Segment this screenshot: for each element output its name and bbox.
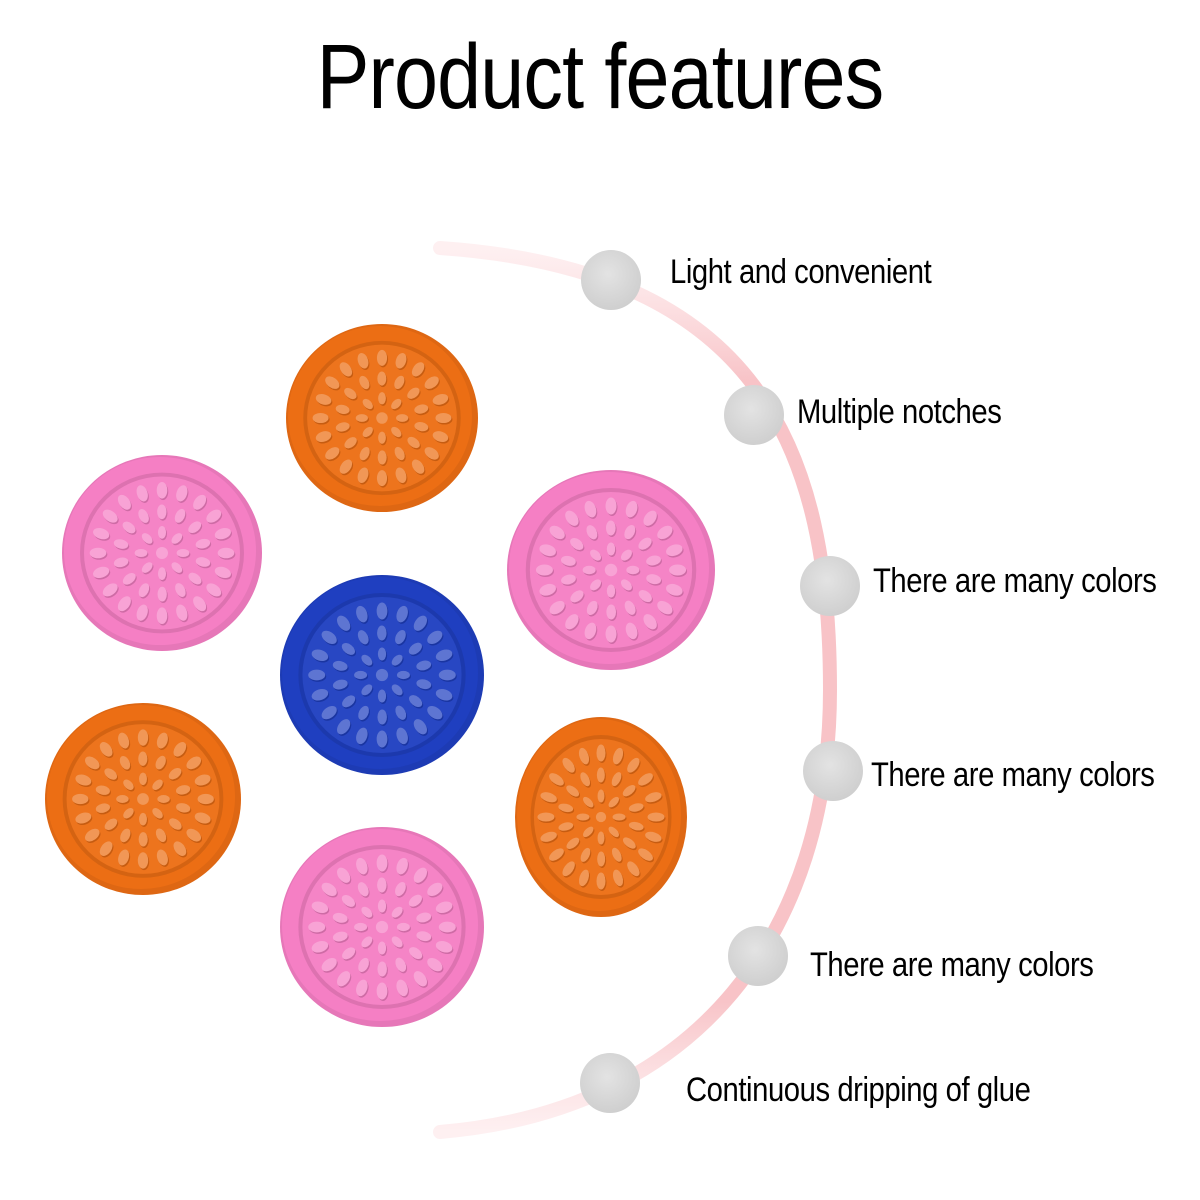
pink-glue-holder — [62, 455, 262, 651]
timeline-marker-3 — [800, 556, 860, 616]
orange-glue-holder — [45, 703, 241, 895]
feature-label-colors-1: There are many colors — [873, 562, 1157, 600]
pink-glue-holder — [280, 827, 484, 1027]
pink-glue-holder — [507, 470, 715, 670]
orange-glue-holder — [286, 324, 478, 512]
blue-glue-holder — [280, 575, 484, 775]
timeline-markers — [580, 250, 863, 1113]
page-title: Product features — [316, 26, 885, 128]
glue-holders — [45, 324, 715, 1027]
timeline-marker-4 — [803, 741, 863, 801]
feature-label-glue: Continuous dripping of glue — [686, 1071, 1031, 1109]
timeline-marker-6 — [580, 1053, 640, 1113]
feature-label-colors-2: There are many colors — [871, 756, 1155, 794]
feature-label-notches: Multiple notches — [797, 393, 1002, 431]
timeline-marker-5 — [728, 926, 788, 986]
timeline-marker-2 — [724, 385, 784, 445]
feature-label-colors-3: There are many colors — [810, 946, 1094, 984]
timeline-arc — [433, 241, 838, 1139]
feature-label-light: Light and convenient — [670, 253, 932, 291]
orange-glue-holder — [515, 717, 687, 917]
timeline-marker-1 — [581, 250, 641, 310]
